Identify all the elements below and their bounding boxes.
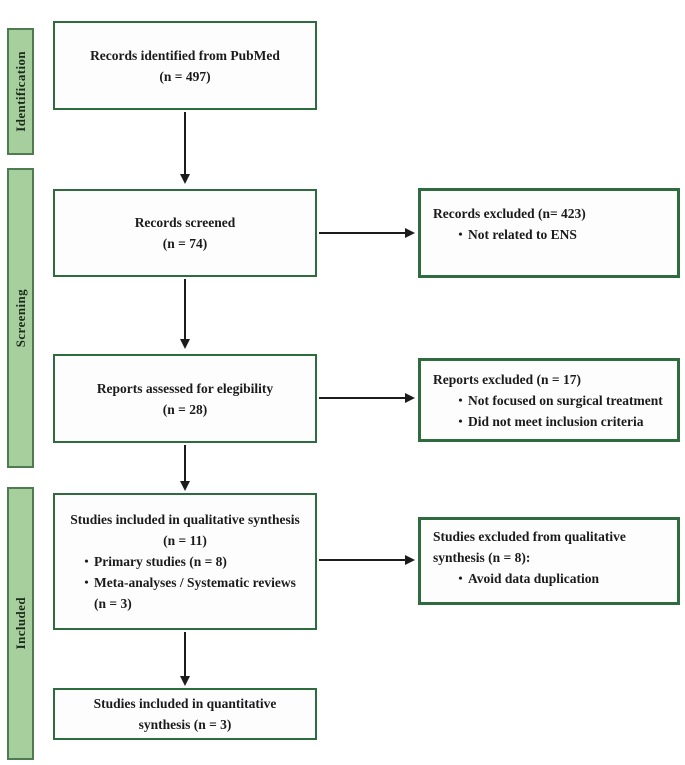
bullet-text: Not related to ENS	[468, 227, 577, 242]
box-text-line: Reports assessed for elegibility	[96, 380, 274, 396]
stage-bar-identification: Identification	[7, 28, 34, 155]
box-text-line: synthesis (n = 3)	[138, 717, 232, 732]
bullet-list: • Avoid data duplication	[433, 568, 669, 589]
box-qualitative-synthesis: Studies included in qualitative synthesi…	[53, 493, 317, 630]
box-reports-assessed: Reports assessed for elegibility (n = 28…	[53, 354, 317, 443]
bullet-icon: •	[84, 575, 89, 589]
bullet-icon: •	[84, 554, 89, 568]
bullet-icon: •	[458, 393, 463, 407]
box-text-line: Studies excluded from qualitative	[433, 529, 626, 544]
bullet-text: Not focused on surgical treatment	[468, 393, 663, 408]
box-text-line: (n = 74)	[162, 236, 208, 251]
bullet-item: • Not focused on surgical treatment	[453, 390, 669, 411]
bullet-item: • Meta-analyses / Systematic reviews (n …	[79, 572, 307, 614]
bullet-item: • Not related to ENS	[453, 224, 669, 245]
box-studies-excluded: Studies excluded from qualitative synthe…	[418, 517, 680, 605]
stage-bar-included: Included	[7, 487, 34, 760]
box-records-screened: Records screened (n = 74)	[53, 189, 317, 277]
stage-label-included: Included	[12, 597, 28, 650]
box-text-line: Studies included in quantitative	[93, 696, 277, 711]
arrow-qualitative-to-quantitative-icon	[180, 632, 190, 686]
box-text-line: Records screened	[134, 215, 236, 230]
bullet-text: Avoid data duplication	[468, 571, 600, 586]
box-text-line: (n = 497)	[159, 68, 211, 84]
bullet-icon: •	[458, 414, 463, 428]
box-text-line: Reports excluded (n = 17)	[433, 372, 581, 387]
box-text-line: Studies included in qualitative synthesi…	[70, 512, 300, 527]
box-records-excluded: Records excluded (n= 423) • Not related …	[418, 188, 680, 278]
box-reports-excluded: Reports excluded (n = 17) • Not focused …	[418, 358, 680, 442]
arrow-assessed-to-qualitative-icon	[180, 445, 190, 491]
arrow-screened-to-assessed-icon	[180, 279, 190, 349]
box-text-line: Records excluded (n= 423)	[433, 206, 586, 221]
stage-label-identification: Identification	[12, 51, 28, 132]
bullet-list: • Primary studies (n = 8) • Meta-analyse…	[63, 551, 307, 614]
box-text-line: (n = 28)	[162, 401, 208, 417]
bullet-text: Meta-analyses / Systematic reviews (n = …	[94, 575, 296, 611]
arrow-screened-to-records-excluded-icon	[319, 228, 415, 238]
bullet-icon: •	[458, 571, 463, 585]
bullet-text: Primary studies (n = 8)	[94, 554, 227, 569]
bullet-list: • Not related to ENS	[433, 224, 669, 245]
box-text-line: (n = 11)	[163, 533, 207, 548]
arrow-qualitative-to-studies-excluded-icon	[319, 555, 415, 565]
bullet-item: • Avoid data duplication	[453, 568, 669, 589]
bullet-icon: •	[458, 227, 463, 241]
bullet-list: • Not focused on surgical treatment • Di…	[433, 390, 669, 432]
bullet-item: • Did not meet inclusion criteria	[453, 411, 669, 432]
stage-label-screening: Screening	[12, 288, 28, 348]
box-text-line: Records identified from PubMed	[90, 47, 280, 63]
arrow-assessed-to-reports-excluded-icon	[319, 393, 415, 403]
arrow-identified-to-screened-icon	[180, 112, 190, 184]
box-text-line: synthesis (n = 8):	[433, 550, 531, 565]
bullet-item: • Primary studies (n = 8)	[79, 551, 307, 572]
stage-bar-screening: Screening	[7, 168, 34, 468]
box-records-identified: Records identified from PubMed (n = 497)	[53, 21, 317, 110]
bullet-text: Did not meet inclusion criteria	[468, 414, 644, 429]
box-quantitative-synthesis: Studies included in quantitative synthes…	[53, 688, 317, 740]
